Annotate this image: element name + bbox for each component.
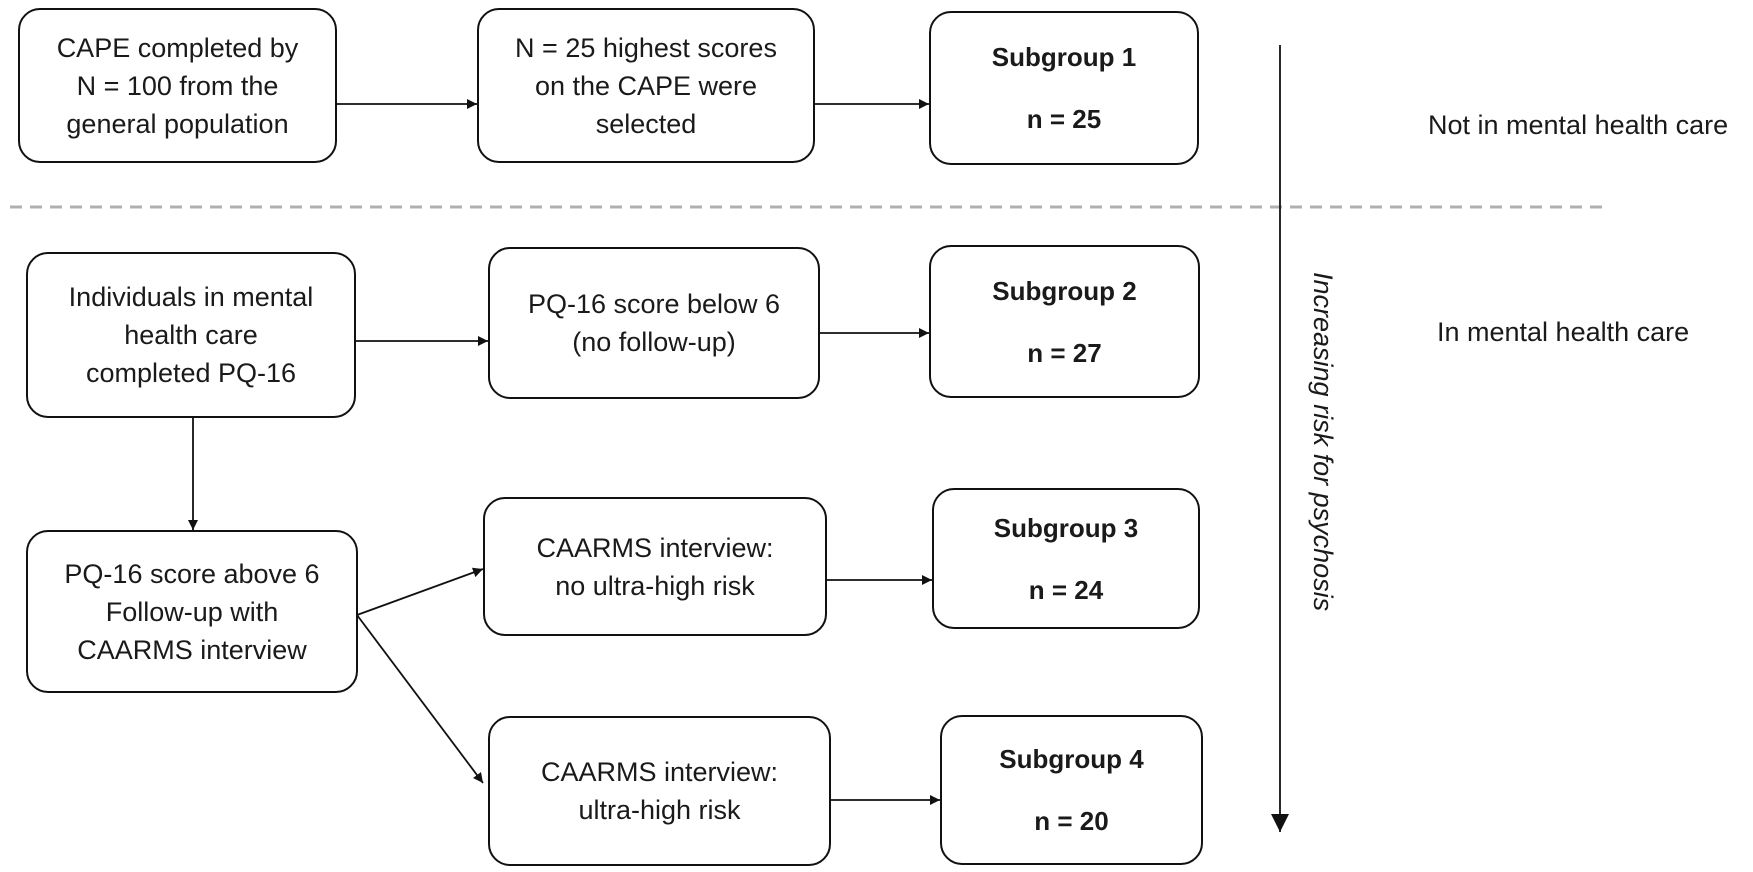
subgroup-4-title: Subgroup 4: [999, 744, 1144, 774]
pq-above-line-1: PQ-16 score above 6: [64, 558, 320, 589]
subgroup-3-box: Subgroup 3 n = 24: [932, 488, 1200, 629]
subgroup-1-count: n = 25: [1026, 104, 1102, 134]
pq-above-line-3: CAARMS interview: [77, 634, 307, 665]
not-in-care-label: Not in mental health care: [1428, 110, 1729, 140]
individuals-line-1: Individuals in mental: [68, 282, 314, 312]
caarms-uhr-line-2: ultra-high risk: [578, 795, 741, 825]
subgroup-2-box: Subgroup 2 n = 27: [929, 245, 1200, 398]
caarms-uhr-box: CAARMS interview: ultra-high risk: [488, 716, 831, 866]
highest-line-1: N = 25 highest scores: [515, 32, 777, 63]
caarms-uhr-line-1: CAARMS interview:: [540, 757, 779, 787]
subgroup-3-count: n = 24: [1028, 574, 1104, 605]
subgroup-2-count: n = 27: [1027, 337, 1102, 368]
pq-below-line-2: (no follow-up): [572, 327, 736, 357]
cape-line-2: N = 100 from the: [76, 70, 279, 101]
pq-below-box: PQ-16 score below 6 (no follow-up): [488, 247, 820, 399]
cape-box: CAPE completed by N = 100 from the gener…: [18, 8, 337, 163]
highest-line-3: selected: [595, 108, 697, 139]
subgroup-1-title: Subgroup 1: [991, 42, 1137, 72]
arrow-pqabove-to-caarmsuhr: [356, 614, 484, 784]
cape-line-1: CAPE completed by: [56, 32, 299, 63]
caarms-no-line-2: no ultra-high risk: [555, 570, 755, 601]
caarms-no-uhr-box: CAARMS interview: no ultra-high risk: [483, 497, 827, 636]
highest-line-2: on the CAPE were: [534, 70, 758, 101]
subgroup-1-box: Subgroup 1 n = 25: [929, 11, 1199, 165]
cape-line-3: general population: [66, 108, 289, 139]
caarms-no-line-1: CAARMS interview:: [536, 532, 774, 563]
subgroup-2-title: Subgroup 2: [992, 275, 1137, 306]
pq-above-line-2: Follow-up with: [105, 596, 279, 627]
arrow-pqabove-to-caarmsno: [356, 567, 484, 616]
subgroup-4-count: n = 20: [1034, 806, 1109, 836]
individuals-line-3: completed PQ-16: [85, 358, 297, 388]
risk-axis-label: Increasing risk for psychosis: [1308, 272, 1338, 612]
individuals-line-2: health care: [124, 320, 258, 350]
subgroup-3-title: Subgroup 3: [993, 512, 1139, 543]
highest-scores-box: N = 25 highest scores on the CAPE were s…: [477, 8, 815, 163]
subgroup-4-box: Subgroup 4 n = 20: [940, 715, 1203, 865]
in-care-label: In mental health care: [1437, 317, 1690, 347]
individuals-box: Individuals in mental health care comple…: [26, 252, 356, 418]
pq-below-line-1: PQ-16 score below 6: [527, 289, 781, 319]
pq-above-box: PQ-16 score above 6 Follow-up with CAARM…: [26, 530, 358, 693]
